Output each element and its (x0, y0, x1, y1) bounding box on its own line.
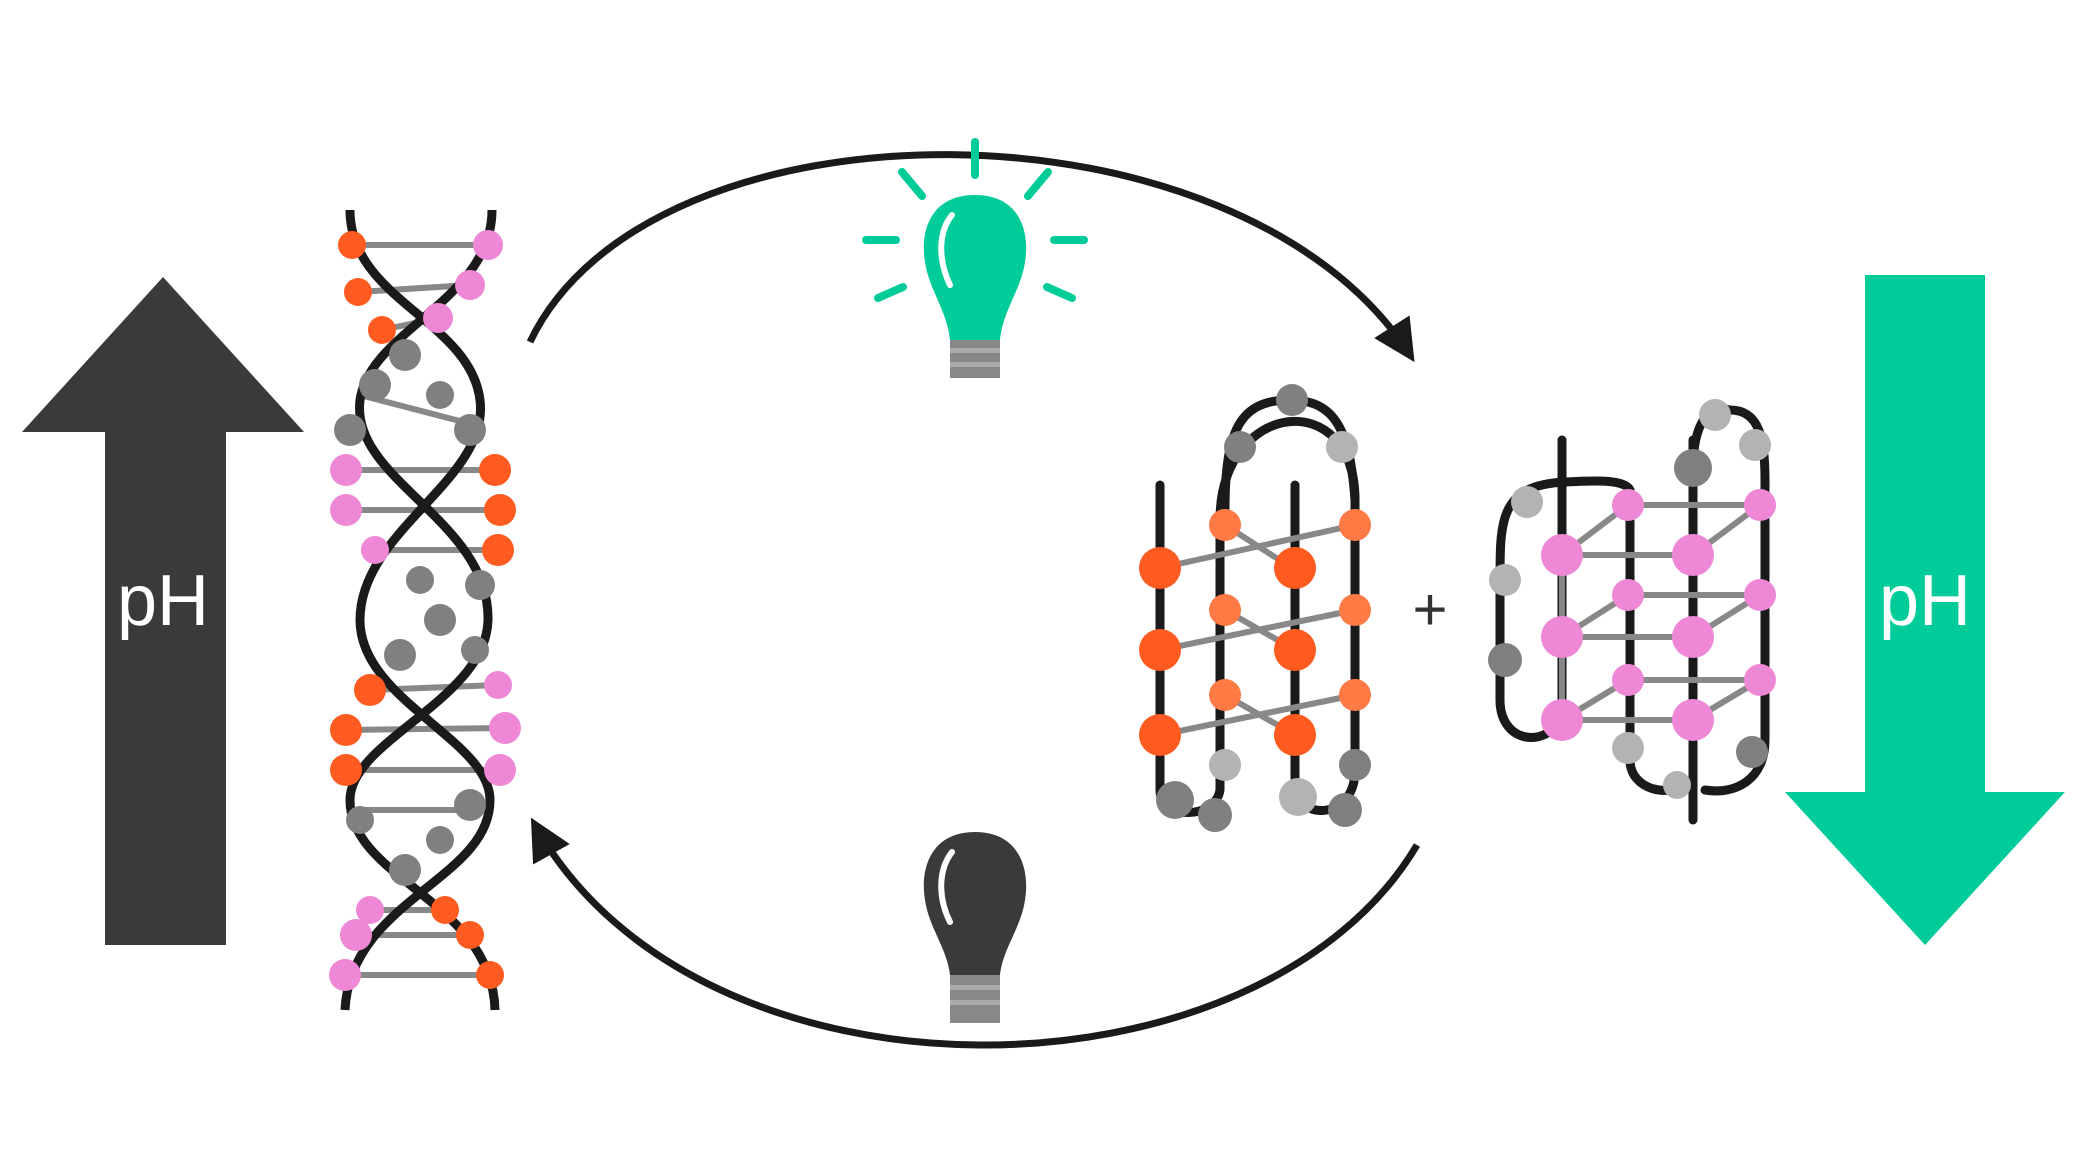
lightbulb-on-icon (862, 138, 1088, 378)
ph-up-arrow: pH (22, 277, 304, 945)
dna-double-helix-icon (329, 209, 521, 1011)
plus-sign: + (1412, 576, 1447, 643)
cycle-arrows (526, 151, 1421, 1049)
ph-down-arrow: pH (1785, 275, 2065, 945)
ph-up-label: pH (117, 561, 209, 641)
ph-down-label: pH (1879, 561, 1971, 641)
bottom-cycle-arrow (530, 817, 1421, 1049)
top-cycle-arrow (526, 151, 1415, 363)
g-quadruplex-structure-icon (1488, 399, 1776, 825)
i-motif-structure-icon (1139, 384, 1371, 832)
arrow-up-icon (22, 277, 304, 945)
arrow-down-icon (1785, 275, 2065, 945)
lightbulb-off-icon (923, 832, 1027, 1023)
